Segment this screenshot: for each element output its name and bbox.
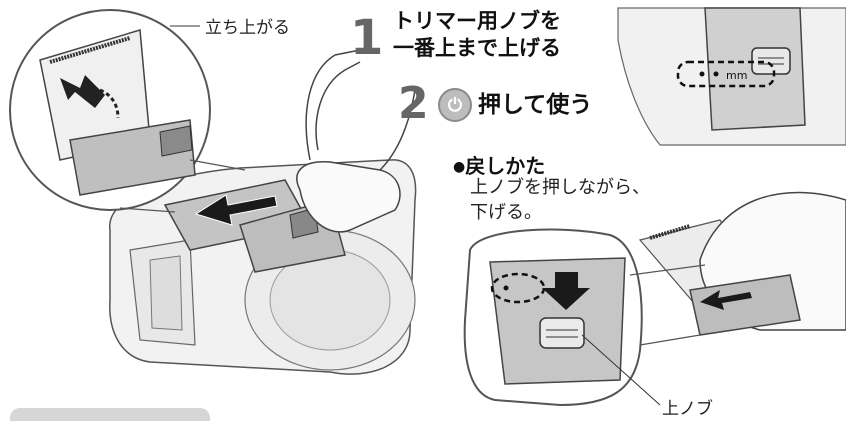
magnifier-trimmer-up xyxy=(9,9,211,211)
callout-knob-label: 上ノブ xyxy=(662,399,713,419)
step-2-text: 押して使う xyxy=(478,92,593,118)
power-icon: ⏻ xyxy=(438,88,472,122)
hand-illustration xyxy=(296,49,416,233)
push-up-arrow-left xyxy=(194,194,278,226)
return-title-row: ●戻しかた xyxy=(453,150,545,179)
magnifier-knob-return xyxy=(463,228,706,407)
callout-line-knob xyxy=(581,334,661,406)
return-line-2: 下げる。 xyxy=(470,202,542,223)
callout-raise-label: 立ち上がる xyxy=(205,18,290,38)
step-1-line-2: 一番上まで上げる xyxy=(393,36,561,60)
return-line-1: 上ノブを押しながら、 xyxy=(470,177,650,198)
svg-text:mm: mm xyxy=(726,69,747,82)
bullet-icon: ● xyxy=(453,159,466,175)
return-hand-illustration xyxy=(638,191,846,336)
step-2-number: 2 xyxy=(398,78,429,129)
detail-knob-top: mm xyxy=(617,7,846,146)
return-title: 戻しかた xyxy=(465,154,546,178)
step-1-line-1: トリマー用ノブを xyxy=(393,9,561,33)
step-1-number: 1 xyxy=(350,10,384,66)
section-tab xyxy=(10,408,210,421)
